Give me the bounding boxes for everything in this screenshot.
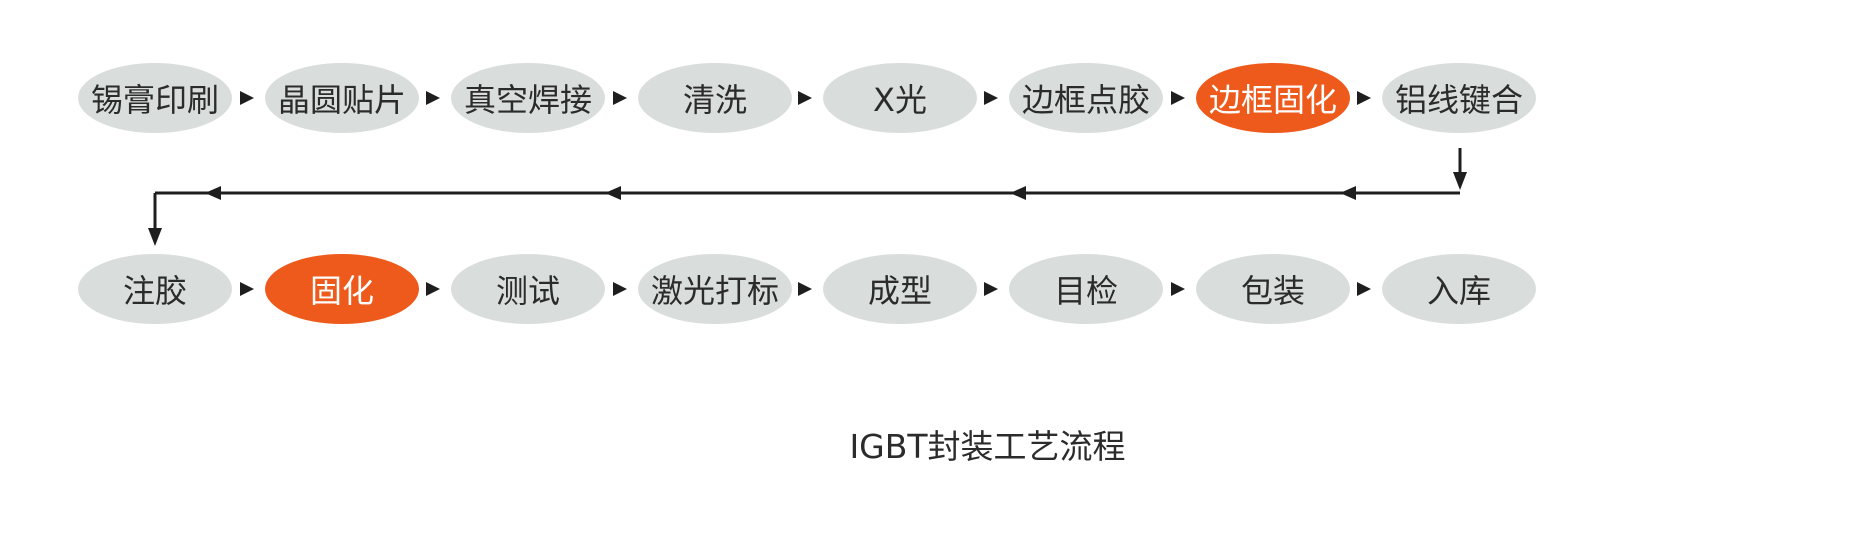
step-vacuum-soldering: 真空焊接	[451, 63, 605, 133]
step-packaging: 包装	[1196, 254, 1350, 324]
step-visual-inspection: 目检	[1009, 254, 1163, 324]
arrow-head	[426, 282, 440, 296]
step-laser-marking: 激光打标	[638, 254, 792, 324]
arrow-head	[984, 91, 998, 105]
arrow-head	[984, 282, 998, 296]
step-label: 目检	[1053, 272, 1118, 310]
arrow-head	[798, 282, 812, 296]
arrow-head	[1357, 282, 1371, 296]
step-label: 铝线键合	[1394, 81, 1523, 119]
arrow-head	[1357, 91, 1371, 105]
return-head-left	[1010, 186, 1026, 200]
step-label: 注胶	[122, 272, 187, 310]
return-head-left	[205, 186, 221, 200]
arrow-head	[798, 91, 812, 105]
step-wire-bonding: 铝线键合	[1382, 63, 1536, 133]
step-label: 测试	[495, 272, 560, 310]
arrow-head	[426, 91, 440, 105]
step-potting: 注胶	[78, 254, 232, 324]
step-label: 边框固化	[1208, 81, 1337, 119]
step-cleaning: 清洗	[638, 63, 792, 133]
step-label: 固化	[309, 272, 374, 310]
step-frame-dispensing: 边框点胶	[1009, 63, 1163, 133]
arrow-head	[613, 91, 627, 105]
step-label: 边框点胶	[1021, 81, 1150, 119]
return-head-left	[605, 186, 621, 200]
arrow-head	[240, 282, 254, 296]
step-label: 锡膏印刷	[90, 81, 219, 119]
step-forming: 成型	[823, 254, 977, 324]
step-label: 激光打标	[650, 272, 779, 310]
step-warehousing: 入库	[1382, 254, 1536, 324]
arrow-head	[613, 282, 627, 296]
step-label: 入库	[1426, 272, 1491, 310]
step-frame-curing: 边框固化	[1196, 63, 1350, 133]
step-label: 清洗	[682, 81, 747, 119]
step-label: 包装	[1240, 272, 1305, 310]
return-head-left	[1340, 186, 1356, 200]
step-label: X光	[873, 81, 927, 119]
return-head-drop	[148, 228, 162, 246]
step-x-ray: X光	[823, 63, 977, 133]
arrow-head	[240, 91, 254, 105]
arrow-head	[1171, 282, 1185, 296]
step-die-attach: 晶圆贴片	[265, 63, 419, 133]
step-label: 真空焊接	[463, 81, 592, 119]
arrow-head	[1171, 91, 1185, 105]
diagram-caption: IGBT封装工艺流程	[849, 427, 1126, 466]
step-label: 晶圆贴片	[277, 81, 406, 119]
step-label: 成型	[867, 272, 932, 310]
step-testing: 测试	[451, 254, 605, 324]
step-solder-paste-printing: 锡膏印刷	[78, 63, 232, 133]
step-curing: 固化	[265, 254, 419, 324]
return-head-down	[1453, 172, 1467, 190]
